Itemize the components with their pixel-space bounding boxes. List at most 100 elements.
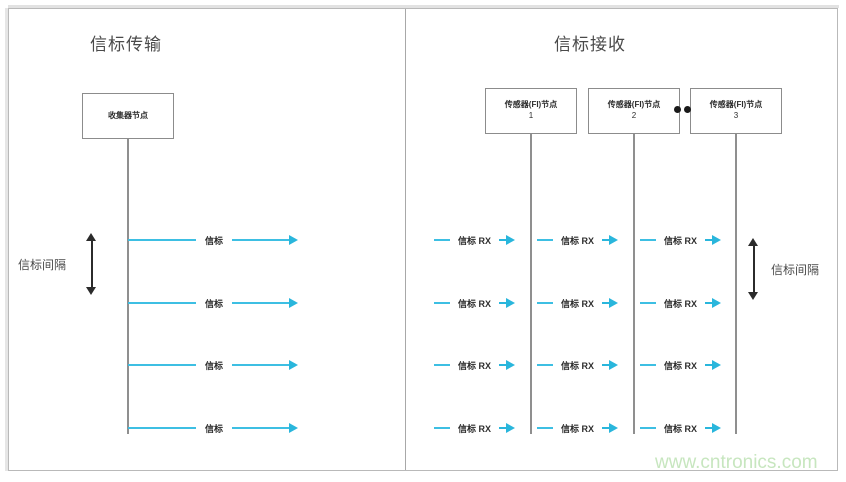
node-sensor-3-label: 传感器(FI)节点 [709, 100, 763, 110]
arrow-right-icon [506, 360, 516, 370]
beacon-rx-label: 信标 RX [561, 360, 595, 371]
beacon-line-segment [602, 239, 611, 241]
beacon-tx-label: 信标 [205, 360, 224, 371]
beacon-line-segment [232, 302, 291, 304]
node-sensor-1-label: 传感器(FI)节点 [504, 100, 558, 110]
node-sensor-3: 传感器(FI)节点 3 [690, 88, 782, 134]
panel-divider [405, 9, 406, 470]
beacon-line-segment [640, 302, 656, 304]
beacon-line-segment [499, 302, 508, 304]
node-sensor-2: 传感器(FI)节点 2 [588, 88, 680, 134]
frame-shadow-top [8, 5, 839, 8]
node-sensor-1: 传感器(FI)节点 1 [485, 88, 577, 134]
arrow-right-icon [289, 298, 299, 308]
beacon-line-segment [537, 302, 553, 304]
beacon-rx-cell: 信标 RX [434, 233, 516, 247]
arrow-right-icon [609, 298, 619, 308]
beacon-line-segment [434, 302, 450, 304]
beacon-line-segment [434, 364, 450, 366]
frame-shadow-left [5, 8, 8, 471]
beacon-rx-cell: 信标 RX [537, 358, 619, 372]
arrow-right-icon [289, 423, 299, 433]
beacon-interval-label: 信标间隔 [771, 262, 820, 277]
beacon-tx-label: 信标 [205, 235, 224, 246]
arrow-right-icon [712, 360, 722, 370]
beacon-rx-cell: 信标 RX [640, 421, 722, 435]
beacon-line-segment [499, 239, 508, 241]
beacon-rx-cell: 信标 RX [434, 358, 516, 372]
arrow-right-icon [289, 360, 299, 370]
beacon-line-segment [499, 364, 508, 366]
beacon-line-segment [640, 427, 656, 429]
beacon-line-segment [640, 239, 656, 241]
beacon-line-segment [232, 427, 291, 429]
beacon-rx-label: 信标 RX [458, 235, 492, 246]
ellipsis-dots-icon [674, 106, 691, 113]
node-collector-label: 收集器节点 [108, 110, 148, 120]
beacon-tx-row: 信标 [128, 233, 336, 247]
beacon-line-segment [705, 239, 714, 241]
beacon-tx-row: 信标 [128, 421, 336, 435]
panel-title-beacon-transmission: 信标传输 [90, 35, 162, 55]
beacon-tx-label: 信标 [205, 298, 224, 309]
panel-title-beacon-reception: 信标接收 [554, 35, 626, 55]
beacon-rx-label: 信标 RX [664, 360, 698, 371]
site-watermark: www.cntronics.com [655, 452, 818, 473]
beacon-interval-annotation-right: 信标间隔 [748, 238, 819, 300]
beacon-rx-cell: 信标 RX [640, 296, 722, 310]
arrow-right-icon [289, 235, 299, 245]
beacon-line-segment [128, 427, 196, 429]
lifeline-sensor-3 [735, 134, 737, 434]
beacon-interval-label: 信标间隔 [18, 257, 67, 272]
lifeline-collector [127, 139, 129, 434]
beacon-line-segment [705, 427, 714, 429]
node-collector: 收集器节点 [82, 93, 174, 139]
arrow-right-icon [609, 360, 619, 370]
beacon-line-segment [602, 364, 611, 366]
beacon-tx-label: 信标 [205, 423, 224, 434]
node-sensor-2-label: 传感器(FI)节点 [607, 100, 661, 110]
beacon-line-segment [537, 364, 553, 366]
arrow-right-icon [506, 298, 516, 308]
beacon-rx-cell: 信标 RX [434, 296, 516, 310]
beacon-line-segment [537, 427, 553, 429]
beacon-rx-cell: 信标 RX [434, 421, 516, 435]
node-sensor-2-index: 2 [631, 111, 637, 120]
beacon-rx-label: 信标 RX [664, 235, 698, 246]
arrow-right-icon [609, 423, 619, 433]
node-sensor-1-index: 1 [528, 111, 534, 120]
beacon-rx-label: 信标 RX [561, 235, 595, 246]
beacon-line-segment [640, 364, 656, 366]
double-arrow-vertical-icon [748, 238, 759, 300]
beacon-tx-row: 信标 [128, 358, 336, 372]
beacon-rx-cell: 信标 RX [537, 296, 619, 310]
beacon-line-segment [705, 364, 714, 366]
beacon-rx-label: 信标 RX [458, 360, 492, 371]
beacon-rx-cell: 信标 RX [537, 233, 619, 247]
node-sensor-3-index: 3 [733, 111, 739, 120]
beacon-line-segment [602, 302, 611, 304]
beacon-rx-label: 信标 RX [458, 423, 492, 434]
lifeline-sensor-2 [633, 134, 635, 434]
beacon-line-segment [705, 302, 714, 304]
arrow-right-icon [712, 235, 722, 245]
beacon-rx-label: 信标 RX [561, 423, 595, 434]
beacon-line-segment [434, 239, 450, 241]
beacon-rx-label: 信标 RX [664, 423, 698, 434]
arrow-right-icon [712, 423, 722, 433]
beacon-rx-cell: 信标 RX [640, 233, 722, 247]
beacon-rx-label: 信标 RX [458, 298, 492, 309]
beacon-line-segment [128, 364, 196, 366]
beacon-line-segment [128, 302, 196, 304]
beacon-rx-label: 信标 RX [561, 298, 595, 309]
arrow-right-icon [506, 235, 516, 245]
beacon-line-segment [434, 427, 450, 429]
beacon-rx-cell: 信标 RX [537, 421, 619, 435]
beacon-line-segment [602, 427, 611, 429]
lifeline-sensor-1 [530, 134, 532, 434]
arrow-right-icon [609, 235, 619, 245]
beacon-line-segment [232, 239, 291, 241]
beacon-line-segment [128, 239, 196, 241]
beacon-rx-cell: 信标 RX [640, 358, 722, 372]
